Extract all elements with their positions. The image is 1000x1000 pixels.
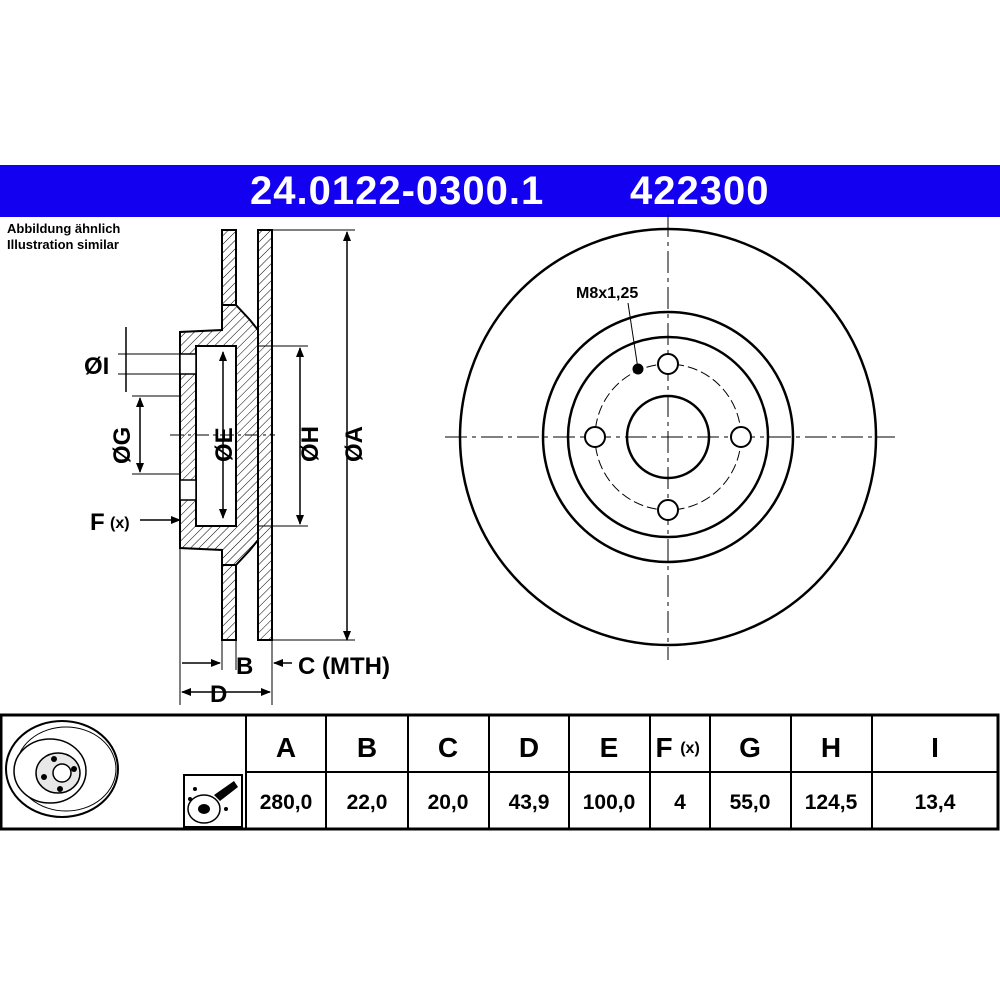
label-dia-i: ØI bbox=[84, 353, 109, 380]
value-d: 43,9 bbox=[509, 791, 550, 814]
header-a: A bbox=[276, 732, 296, 763]
thread-leader bbox=[627, 302, 639, 370]
bolt-hole-top bbox=[657, 353, 679, 375]
disc-perspective-icon bbox=[5, 720, 119, 818]
label-dia-g: ØG bbox=[109, 427, 136, 464]
value-h: 124,5 bbox=[805, 791, 858, 814]
hat-edge bbox=[566, 335, 770, 539]
caption-english: Illustration similar bbox=[7, 237, 119, 252]
label-b: B bbox=[236, 653, 253, 680]
header-f: F bbox=[655, 732, 672, 763]
value-a: 280,0 bbox=[260, 791, 313, 814]
header-g: G bbox=[739, 732, 761, 763]
label-dia-e: ØE bbox=[211, 427, 238, 462]
header-e: E bbox=[600, 732, 619, 763]
value-c: 20,0 bbox=[428, 791, 469, 814]
header-c: C bbox=[438, 732, 458, 763]
label-d: D bbox=[210, 681, 227, 708]
value-g: 55,0 bbox=[730, 791, 771, 814]
value-i: 13,4 bbox=[915, 791, 956, 814]
hub-bore bbox=[195, 345, 237, 527]
stud-hole-lower bbox=[179, 479, 197, 501]
coating-icon bbox=[183, 774, 243, 828]
thread-label: M8x1,25 bbox=[576, 285, 638, 302]
label-c-mth: C (MTH) bbox=[298, 653, 390, 680]
bolt-hole-right bbox=[730, 426, 752, 448]
center-bore bbox=[625, 394, 711, 480]
illustration-caption: Abbildung ähnlich Illustration similar bbox=[7, 221, 120, 253]
alt-part-number: 422300 bbox=[630, 169, 770, 213]
bolt-hole-left bbox=[584, 426, 606, 448]
spec-table: A B C D E F (x) G H I 280,0 22,0 20,0 43… bbox=[0, 713, 1000, 831]
value-e: 100,0 bbox=[583, 791, 636, 814]
caption-german: Abbildung ähnlich bbox=[7, 221, 121, 236]
header-b: B bbox=[357, 732, 377, 763]
header-d: D bbox=[519, 732, 539, 763]
friction-inner-edge bbox=[541, 310, 795, 564]
technical-drawing: ØI ØG ØE ØH ØA F (x) B C (MTH) D M8x1,25 bbox=[84, 215, 895, 708]
section-view: ØI ØG ØE ØH ØA F (x) B C (MTH) D bbox=[84, 229, 390, 708]
header-f-sub: (x) bbox=[680, 740, 700, 757]
front-view: M8x1,25 bbox=[445, 215, 895, 660]
header-bar: 24.0122-0300.1 422300 bbox=[0, 165, 1000, 217]
header-h: H bbox=[821, 732, 841, 763]
stud-hole bbox=[179, 353, 197, 375]
label-dia-a: ØA bbox=[341, 426, 368, 462]
label-f: F bbox=[90, 509, 105, 536]
label-dia-h: ØH bbox=[297, 426, 324, 462]
part-number: 24.0122-0300.1 bbox=[250, 169, 545, 213]
value-b: 22,0 bbox=[347, 791, 388, 814]
spec-table-grid: A B C D E F (x) G H I 280,0 22,0 20,0 43… bbox=[0, 713, 1000, 831]
label-f-sub: (x) bbox=[110, 515, 130, 532]
header-i: I bbox=[931, 732, 939, 763]
value-f: 4 bbox=[674, 791, 686, 814]
bolt-hole-bottom bbox=[657, 499, 679, 521]
disc-outer-edge bbox=[458, 227, 878, 647]
